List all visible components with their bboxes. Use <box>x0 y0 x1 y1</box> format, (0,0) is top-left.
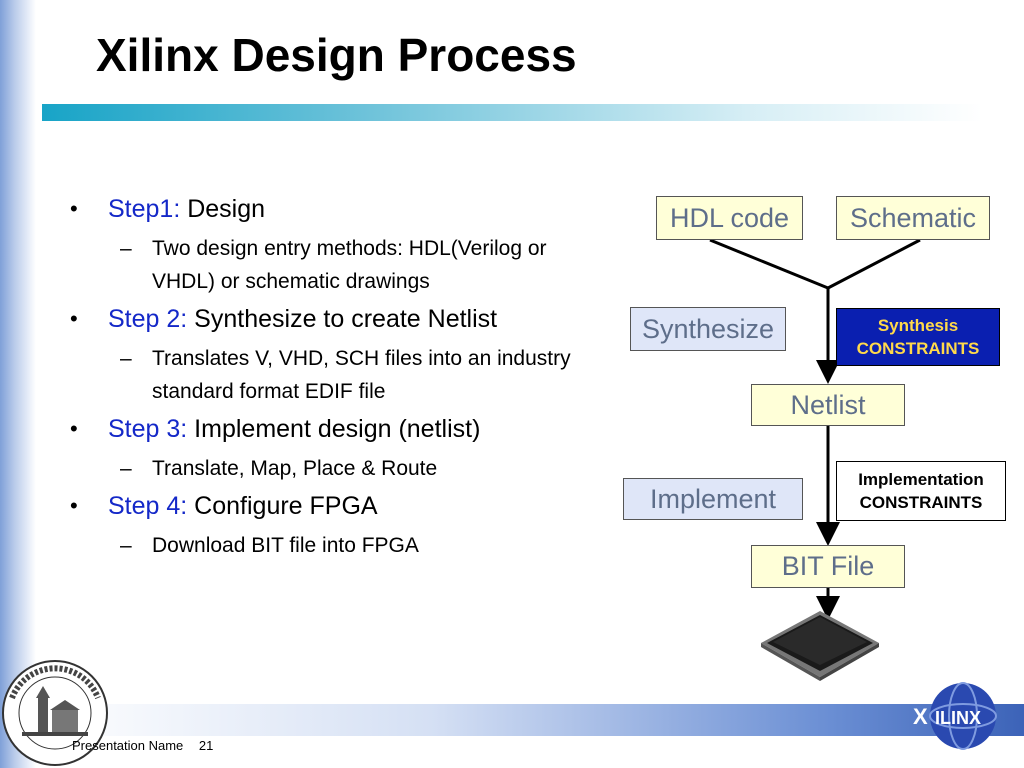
xilinx-logo: X ILINX <box>913 682 997 750</box>
sub-line: Translates V, VHD, SCH files into an ind… <box>152 347 571 370</box>
presentation-name: Presentation Name <box>72 738 184 753</box>
connector-hdl <box>709 238 829 290</box>
slide-footer: Presentation Name 21 <box>72 738 225 753</box>
synthesize-box: Synthesize <box>630 307 786 351</box>
bullet-step-4: Step 4: Configure FPGA <box>70 489 630 523</box>
constraint-line: Synthesis <box>877 316 959 335</box>
step-label: Step 3: <box>108 415 188 443</box>
sub-bullet-place-route: Translate, Map, Place & Route <box>70 452 630 485</box>
implement-box: Implement <box>623 478 803 520</box>
constraint-line: CONSTRAINTS <box>856 339 980 358</box>
constraint-line: CONSTRAINTS <box>859 493 983 512</box>
svg-text:ILINX: ILINX <box>935 708 981 728</box>
netlist-box: Netlist <box>751 384 905 426</box>
sub-line: Translate, Map, Place & Route <box>152 457 438 480</box>
hdl-code-box: HDL code <box>656 196 803 240</box>
step-label: Step 4: <box>108 492 188 520</box>
sub-bullet-download-bit: Download BIT file into FPGA <box>70 529 630 562</box>
step-label: Step1: <box>108 195 181 223</box>
step-text: Synthesize to create Netlist <box>187 305 498 333</box>
svg-text:X: X <box>913 704 928 729</box>
sub-line: Download BIT file into FPGA <box>152 534 419 557</box>
step-text: Configure FPGA <box>187 492 378 520</box>
bullet-step-2: Step 2: Synthesize to create Netlist <box>70 302 630 336</box>
title-underline-bar <box>42 104 982 121</box>
left-gradient-band <box>0 0 36 768</box>
sub-bullet-design-entry: Two design entry methods: HDL(Verilog or… <box>70 232 630 298</box>
constraint-line: Implementation <box>858 470 984 489</box>
bullet-step-3: Step 3: Implement design (netlist) <box>70 412 630 446</box>
schematic-box: Schematic <box>836 196 990 240</box>
university-seal-icon <box>2 660 108 766</box>
slide-title: Xilinx Design Process <box>96 29 577 81</box>
sub-line: VHDL) or schematic drawings <box>152 270 430 293</box>
bottom-gradient-band <box>36 704 1024 736</box>
step-text: Design <box>180 195 266 223</box>
page-number: 21 <box>198 738 214 753</box>
step-label: Step 2: <box>108 305 188 333</box>
bullet-step-1: Step1: Design <box>70 192 630 226</box>
connector-schematic <box>827 238 921 290</box>
step-text: Implement design (netlist) <box>187 415 481 443</box>
fpga-chip-icon <box>761 611 879 681</box>
sub-line: Two design entry methods: HDL(Verilog or <box>152 237 547 260</box>
sub-line: standard format EDIF file <box>152 380 386 403</box>
sub-bullet-translate-files: Translates V, VHD, SCH files into an ind… <box>70 342 630 408</box>
bit-file-box: BIT File <box>751 545 905 588</box>
bullet-list: Step1: Design Two design entry methods: … <box>70 192 630 566</box>
